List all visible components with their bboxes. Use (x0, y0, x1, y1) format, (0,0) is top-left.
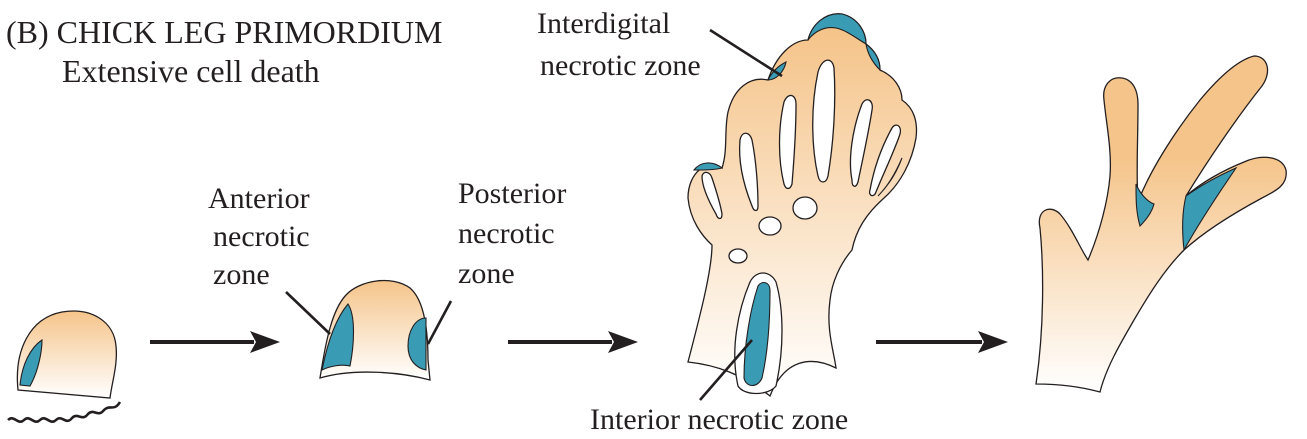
label-posterior-1: Posterior (458, 177, 566, 210)
figure-title: (B) CHICK LEG PRIMORDIUM (6, 14, 442, 50)
arrow-1 (150, 331, 280, 353)
label-interdigital-2: necrotic zone (540, 49, 701, 82)
stage-3-foot-plate (688, 14, 916, 396)
figure-subtitle: Extensive cell death (62, 53, 320, 89)
leader-posterior (428, 301, 451, 344)
label-anterior-2: necrotic (213, 220, 310, 253)
label-anterior-3: zone (213, 258, 270, 291)
leader-anterior (286, 292, 330, 334)
label-anterior-1: Anterior (208, 182, 310, 215)
label-posterior-3: zone (458, 257, 515, 290)
stage-2-limb-paddle (320, 281, 430, 380)
stage-1-limb-bud (8, 311, 120, 422)
label-interdigital-1: Interdigital (537, 7, 670, 40)
label-posterior-2: necrotic (458, 217, 555, 250)
arrow-2 (508, 331, 638, 353)
label-interior: Interior necrotic zone (590, 403, 848, 436)
arrow-3 (876, 331, 1008, 353)
leader-interdigital (710, 30, 782, 76)
stage-4-separated-digits (1036, 56, 1286, 392)
